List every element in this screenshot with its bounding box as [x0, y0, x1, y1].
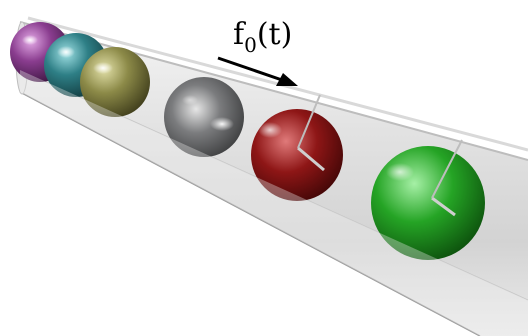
force-label: f0(t) [233, 17, 292, 57]
tube-front-glass [20, 70, 528, 336]
sphere-red [251, 94, 343, 201]
marker-stem-green [431, 139, 463, 199]
sphere-olive [80, 47, 150, 117]
tube-bottom-edge [19, 91, 481, 336]
force-label-argument: (t) [257, 17, 292, 52]
sphere-gray [164, 77, 244, 157]
force-label-main: f [233, 17, 246, 52]
marker-line-red [297, 146, 325, 172]
arrow-head [276, 73, 298, 86]
force-arrow [217, 56, 298, 86]
marker-line-green [431, 196, 456, 217]
tube-top-edge [19, 21, 528, 161]
force-label-subscript: 0 [244, 33, 257, 57]
marker-stem-red [297, 94, 321, 149]
sphere-green [371, 139, 485, 260]
